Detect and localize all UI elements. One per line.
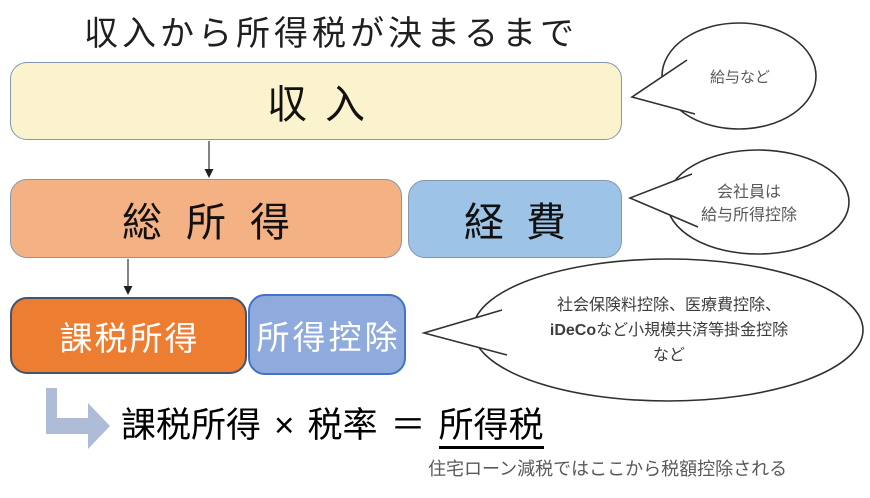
- bent-arrow-icon: [46, 388, 110, 449]
- flow-arrow-gross-to-taxable: [123, 259, 133, 295]
- formula-equals-sign: ＝: [390, 406, 426, 445]
- formula-income-tax: 所得税: [438, 406, 544, 449]
- box-income: 収入: [10, 62, 622, 140]
- box-income-deduction-label: 所得控除: [256, 318, 401, 356]
- box-income-label: 収入: [267, 83, 383, 127]
- box-gross-income: 総所得: [10, 179, 402, 258]
- box-taxable-income: 課税所得: [10, 297, 247, 374]
- callout-deductions-text: 社会保険料控除、医療費控除、 iDeCoなど小規模共済等掛金控除 など: [495, 293, 843, 368]
- formula-multiply-sign: ×: [274, 406, 295, 445]
- callout-employee-line2: 給与所得控除: [700, 207, 797, 224]
- callout-employee-text: 会社員は 給与所得控除: [654, 181, 844, 227]
- diagram-title: 収入から所得税が決まるまで: [84, 15, 578, 53]
- formula-taxable-income: 課税所得: [121, 406, 262, 445]
- flow-arrow-income-to-gross: [204, 141, 214, 178]
- box-taxable-income-label: 課税所得: [59, 319, 200, 357]
- box-income-deduction: 所得控除: [248, 294, 406, 375]
- formula-tax-rate: 税率: [307, 406, 378, 445]
- callout-deductions-line3: など: [652, 347, 685, 364]
- tax-formula: 課税所得 × 税率 ＝ 所得税: [121, 397, 544, 449]
- box-gross-income-label: 総所得: [122, 200, 314, 245]
- housing-loan-footnote: 住宅ローン減税ではここから税額控除される: [428, 459, 788, 479]
- callout-employee-line1: 会社員は: [716, 184, 781, 201]
- callout-deductions-line2-rest: など小規模共済等掛金控除: [596, 322, 789, 339]
- callout-salary-text: 給与など: [709, 69, 770, 86]
- callout-deductions-line2: iDeCoなど小規模共済等掛金控除: [495, 318, 843, 343]
- box-expenses-label: 経費: [464, 201, 588, 245]
- ideco-bold-text: iDeCo: [549, 322, 597, 339]
- callout-deductions-line1: 社会保険料控除、医療費控除、: [556, 297, 781, 314]
- box-expenses: 経費: [408, 180, 622, 258]
